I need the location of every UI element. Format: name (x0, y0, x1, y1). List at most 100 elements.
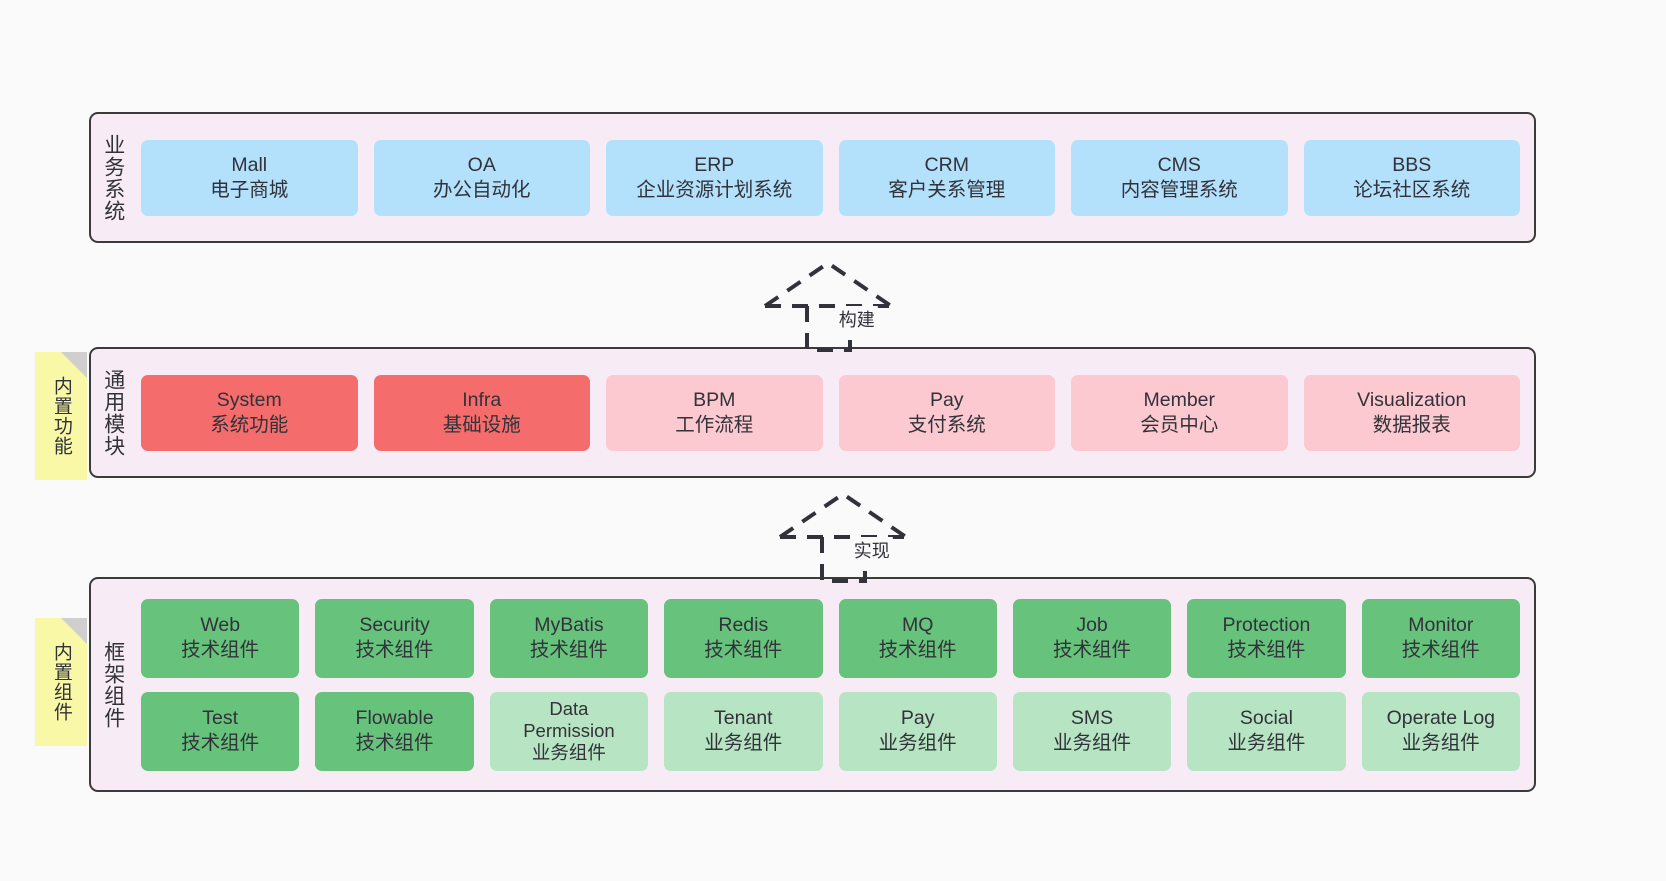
card-visualization[interactable]: Visualization 数据报表 (1303, 374, 1520, 451)
card-mybatis[interactable]: MyBatis 技术组件 (489, 598, 649, 678)
card-subtitle: 业务组件 (1401, 732, 1480, 754)
card-subtitle: 技术组件 (529, 639, 608, 661)
sticky-note-label: 内置组件 (50, 642, 72, 722)
card-subtitle: 办公自动化 (432, 178, 531, 201)
sticky-note-builtin-function: 内置功能 (35, 352, 87, 480)
layer-common-module: 通用模块 System 系统功能 Infra 基础设施 BPM 工作流程 Pay… (89, 347, 1536, 478)
card-pay[interactable]: Pay 支付系统 (838, 374, 1055, 451)
card-title: Flowable (355, 707, 434, 730)
card-subtitle: 业务组件 (1053, 732, 1132, 754)
card-subtitle: 数据报表 (1372, 413, 1451, 436)
card-subtitle: 业务组件 (704, 732, 783, 754)
card-title: Tenant (714, 707, 773, 730)
card-cms[interactable]: CMS 内容管理系统 (1071, 139, 1288, 216)
card-subtitle: 技术组件 (704, 639, 783, 661)
card-title: Redis (718, 614, 769, 637)
card-title: Web (200, 614, 241, 637)
card-data-permission[interactable]: Data Permission 业务组件 (489, 691, 649, 771)
card-title: Visualization (1357, 388, 1467, 411)
card-tenant[interactable]: Tenant 业务组件 (664, 691, 823, 771)
card-member[interactable]: Member 会员中心 (1071, 374, 1288, 451)
card-subtitle: 业务组件 (878, 732, 957, 754)
card-system[interactable]: System 系统功能 (141, 374, 358, 451)
card-title: Mall (231, 153, 268, 176)
card-subtitle: 技术组件 (1401, 639, 1480, 661)
card-mq[interactable]: MQ 技术组件 (838, 598, 997, 678)
card-title: ERP (694, 153, 735, 176)
card-subtitle: 技术组件 (878, 639, 957, 661)
card-subtitle: 技术组件 (1053, 639, 1132, 661)
card-subtitle: 技术组件 (355, 639, 434, 661)
layer-title-framework-component: 框架组件 (101, 640, 125, 729)
card-pay-component[interactable]: Pay 业务组件 (838, 691, 997, 771)
card-row: Web 技术组件 Security 技术组件 MyBatis 技术组件 Redi… (141, 598, 1520, 678)
card-title: Social (1239, 707, 1293, 730)
card-title: Data Permission (523, 698, 615, 742)
card-subtitle: 客户关系管理 (888, 178, 1006, 201)
card-subtitle: 技术组件 (1227, 639, 1306, 661)
card-title: Job (1076, 614, 1108, 637)
arrowhead-dashed-triangle (763, 260, 893, 308)
card-redis[interactable]: Redis 技术组件 (664, 598, 823, 678)
card-subtitle: 论坛社区系统 (1353, 178, 1471, 201)
card-subtitle: 电子商城 (210, 178, 289, 201)
arrowhead-dashed-triangle (778, 491, 908, 539)
card-title: MQ (901, 614, 934, 637)
card-monitor[interactable]: Monitor 技术组件 (1361, 598, 1520, 678)
card-title: Protection (1222, 614, 1311, 637)
card-infra[interactable]: Infra 基础设施 (373, 374, 590, 451)
card-sms[interactable]: SMS 业务组件 (1012, 691, 1172, 771)
card-subtitle: 技术组件 (355, 732, 434, 754)
card-bpm[interactable]: BPM 工作流程 (606, 374, 823, 451)
card-title: Infra (462, 388, 502, 411)
card-crm[interactable]: CRM 客户关系管理 (838, 139, 1055, 216)
card-mall[interactable]: Mall 电子商城 (141, 139, 358, 216)
card-title: CRM (924, 153, 969, 176)
card-subtitle: 内容管理系统 (1120, 178, 1238, 201)
card-web[interactable]: Web 技术组件 (141, 598, 300, 678)
card-title: Test (202, 707, 239, 730)
card-title: Security (359, 614, 430, 637)
card-title: BBS (1392, 153, 1432, 176)
card-row: Test 技术组件 Flowable 技术组件 Data Permission … (141, 691, 1520, 771)
card-subtitle: 业务组件 (531, 741, 606, 763)
connector-build: 构建 (760, 258, 920, 358)
layer-framework-component: 框架组件 Web 技术组件 Security 技术组件 MyBatis 技术组件… (89, 577, 1536, 792)
connector-implement: 实现 (775, 489, 935, 589)
card-test[interactable]: Test 技术组件 (141, 691, 300, 771)
layer-body-framework-component: Web 技术组件 Security 技术组件 MyBatis 技术组件 Redi… (135, 579, 1534, 790)
card-title: Member (1143, 388, 1216, 411)
card-subtitle: 系统功能 (210, 413, 289, 436)
card-social[interactable]: Social 业务组件 (1187, 691, 1346, 771)
card-protection[interactable]: Protection 技术组件 (1187, 598, 1346, 678)
card-oa[interactable]: OA 办公自动化 (373, 139, 590, 216)
layer-body-common-module: System 系统功能 Infra 基础设施 BPM 工作流程 Pay 支付系统… (135, 349, 1534, 476)
card-bbs[interactable]: BBS 论坛社区系统 (1303, 139, 1520, 216)
card-row: Mall 电子商城 OA 办公自动化 ERP 企业资源计划系统 CRM 客户关系… (141, 139, 1520, 216)
card-job[interactable]: Job 技术组件 (1012, 598, 1172, 678)
layer-title-business-system: 业务系统 (101, 133, 125, 222)
card-title: Pay (929, 388, 964, 411)
card-subtitle: 支付系统 (907, 413, 986, 436)
card-title: System (216, 388, 282, 411)
card-title: Operate Log (1386, 707, 1496, 730)
card-title: BPM (693, 388, 736, 411)
card-subtitle: 业务组件 (1227, 732, 1306, 754)
layer-title-common-module: 通用模块 (101, 368, 125, 457)
card-title: MyBatis (534, 614, 604, 637)
card-row: System 系统功能 Infra 基础设施 BPM 工作流程 Pay 支付系统… (141, 374, 1520, 451)
card-subtitle: 企业资源计划系统 (636, 178, 793, 201)
connector-label: 实现 (850, 537, 893, 563)
sticky-note-label: 内置功能 (50, 376, 72, 456)
card-title: SMS (1070, 707, 1114, 730)
card-operate-log[interactable]: Operate Log 业务组件 (1361, 691, 1520, 771)
card-subtitle: 会员中心 (1140, 413, 1219, 436)
card-erp[interactable]: ERP 企业资源计划系统 (606, 139, 823, 216)
card-subtitle: 技术组件 (181, 639, 260, 661)
connector-label: 构建 (835, 306, 878, 332)
card-security[interactable]: Security 技术组件 (315, 598, 474, 678)
card-title: Pay (900, 707, 935, 730)
card-flowable[interactable]: Flowable 技术组件 (315, 691, 474, 771)
card-subtitle: 工作流程 (675, 413, 754, 436)
